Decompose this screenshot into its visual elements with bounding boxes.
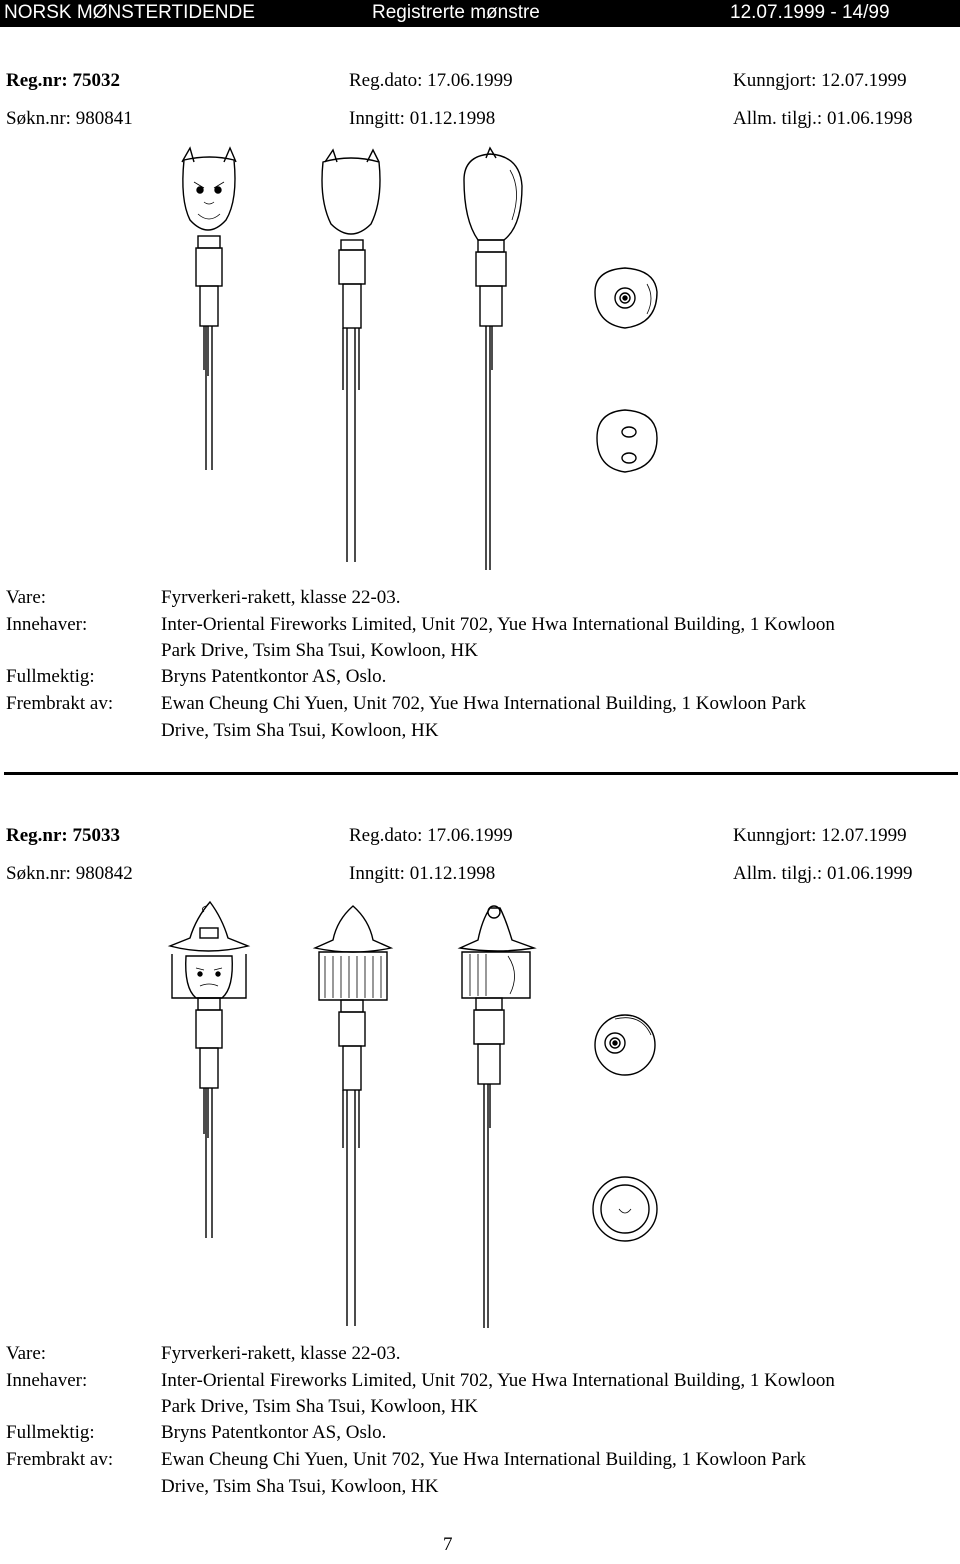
kunngjort-value: 12.07.1999 — [821, 825, 907, 846]
sokn-nr-field: Søkn.nr: 980842 — [6, 863, 133, 885]
sokn-nr-field: Søkn.nr: 980841 — [6, 108, 133, 130]
reg-nr-value: 75033 — [72, 825, 120, 846]
frembrakt-line-1: Ewan Cheung Chi Yuen, Unit 702, Yue Hwa … — [161, 1449, 807, 1470]
kunngjort-label: Kunngjort: — [733, 70, 817, 91]
allm-tilgj-value: 01.06.1998 — [826, 108, 913, 129]
rocket-devil-back-drawing — [321, 148, 381, 562]
rocket-devil-front-drawing — [181, 146, 237, 470]
innehaver-line-1: Inter-Oriental Fireworks Limited, Unit 7… — [161, 614, 835, 635]
page-header: NORSK MØNSTERTIDENDE Registrerte mønstre… — [0, 0, 960, 27]
sokn-nr-label: Søkn.nr: — [6, 108, 71, 129]
reg-dato-label: Reg.dato: — [349, 825, 423, 846]
allm-tilgj-field: Allm. tilgj.: 01.06.1999 — [733, 863, 912, 885]
allm-tilgj-field: Allm. tilgj.: 01.06.1998 — [733, 108, 912, 130]
kunngjort-field: Kunngjort: 12.07.1999 — [733, 825, 907, 847]
publication-title: NORSK MØNSTERTIDENDE — [4, 2, 255, 23]
innehaver-line-1: Inter-Oriental Fireworks Limited, Unit 7… — [161, 1370, 835, 1391]
sokn-nr-value: 980842 — [75, 863, 133, 884]
allm-tilgj-value: 01.06.1999 — [826, 863, 913, 884]
reg-dato-field: Reg.dato: 17.06.1999 — [349, 825, 513, 847]
inngitt-value: 01.12.1998 — [409, 863, 496, 884]
fullmektig-label: Fullmektig: — [6, 666, 95, 687]
frembrakt-label: Frembrakt av: — [6, 693, 114, 714]
innehaver-label: Innehaver: — [6, 1370, 88, 1391]
rocket-devil-top-bottom-drawing — [594, 267, 658, 473]
reg-nr-field: Reg.nr: 75032 — [6, 70, 120, 92]
vare-value: Fyrverkeri-rakett, klasse 22-03. — [161, 587, 401, 608]
frembrakt-line-2: Drive, Tsim Sha Tsui, Kowloon, HK — [161, 1476, 439, 1497]
vare-label: Vare: — [6, 587, 47, 608]
inngitt-field: Inngitt: 01.12.1998 — [349, 863, 495, 885]
fullmektig-label: Fullmektig: — [6, 1422, 95, 1443]
frembrakt-line-2: Drive, Tsim Sha Tsui, Kowloon, HK — [161, 720, 439, 741]
kunngjort-label: Kunngjort: — [733, 825, 817, 846]
rocket-devil-side-drawing — [463, 146, 523, 570]
inngitt-value: 01.12.1998 — [409, 108, 496, 129]
reg-dato-field: Reg.dato: 17.06.1999 — [349, 70, 513, 92]
section-title: Registrerte mønstre — [372, 2, 540, 23]
rocket-witch-side-drawing — [457, 905, 537, 1328]
page-number: 7 — [443, 1534, 453, 1555]
reg-nr-label: Reg.nr: — [6, 70, 68, 91]
sokn-nr-label: Søkn.nr: — [6, 863, 71, 884]
fullmektig-value: Bryns Patentkontor AS, Oslo. — [161, 1422, 387, 1443]
frembrakt-label: Frembrakt av: — [6, 1449, 114, 1470]
kunngjort-field: Kunngjort: 12.07.1999 — [733, 70, 907, 92]
reg-nr-value: 75032 — [72, 70, 120, 91]
rocket-witch-top-bottom-drawing — [592, 1014, 658, 1242]
kunngjort-value: 12.07.1999 — [821, 70, 907, 91]
innehaver-line-2: Park Drive, Tsim Sha Tsui, Kowloon, HK — [161, 640, 478, 661]
inngitt-label: Inngitt: — [349, 108, 405, 129]
inngitt-label: Inngitt: — [349, 863, 405, 884]
vare-label: Vare: — [6, 1343, 47, 1364]
rocket-witch-back-drawing — [312, 905, 394, 1326]
allm-tilgj-label: Allm. tilgj.: — [733, 108, 823, 129]
innehaver-label: Innehaver: — [6, 614, 88, 635]
fullmektig-value: Bryns Patentkontor AS, Oslo. — [161, 666, 387, 687]
reg-dato-label: Reg.dato: — [349, 70, 423, 91]
reg-nr-field: Reg.nr: 75033 — [6, 825, 120, 847]
vare-value: Fyrverkeri-rakett, klasse 22-03. — [161, 1343, 401, 1364]
reg-dato-value: 17.06.1999 — [427, 825, 513, 846]
inngitt-field: Inngitt: 01.12.1998 — [349, 108, 495, 130]
rocket-witch-front-drawing — [167, 900, 251, 1238]
allm-tilgj-label: Allm. tilgj.: — [733, 863, 823, 884]
sokn-nr-value: 980841 — [75, 108, 133, 129]
innehaver-line-2: Park Drive, Tsim Sha Tsui, Kowloon, HK — [161, 1396, 478, 1417]
frembrakt-line-1: Ewan Cheung Chi Yuen, Unit 702, Yue Hwa … — [161, 693, 807, 714]
issue-label: 12.07.1999 - 14/99 — [730, 2, 890, 23]
reg-dato-value: 17.06.1999 — [427, 70, 513, 91]
record-divider — [4, 772, 958, 775]
reg-nr-label: Reg.nr: — [6, 825, 68, 846]
